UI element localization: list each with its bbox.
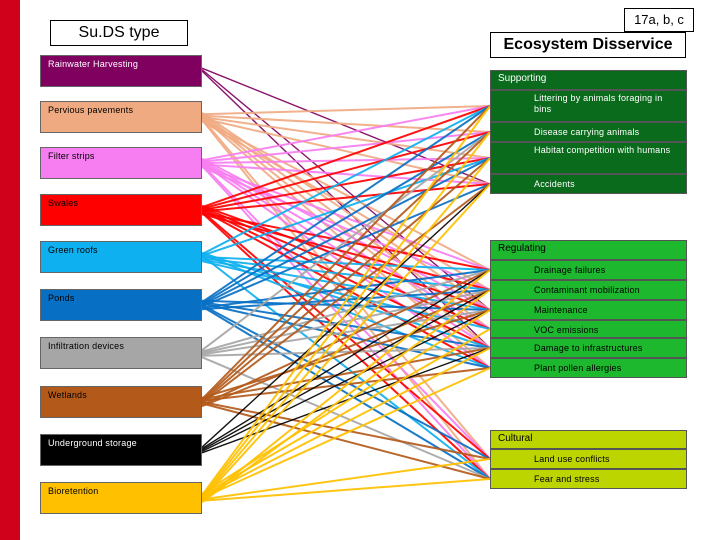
link-6-4 xyxy=(201,269,491,353)
group-label: Regulating xyxy=(490,240,687,260)
link-4-4 xyxy=(201,256,491,271)
disservice-item: Accidents xyxy=(490,174,687,194)
suds-type-label: Green roofs xyxy=(48,245,98,255)
suds-type-label: Underground storage xyxy=(48,438,137,448)
disservice-item: Contaminant mobilization xyxy=(490,280,687,300)
link-8-5 xyxy=(201,289,491,451)
disservice-item: VOC emissions xyxy=(490,320,687,338)
ecosystem-disservice-header: Ecosystem Disservice xyxy=(490,32,686,58)
link-9-3 xyxy=(201,183,491,501)
disservice-item: Land use conflicts xyxy=(490,449,687,469)
disservice-item: Fear and stress xyxy=(490,469,687,489)
link-7-3 xyxy=(201,183,491,405)
link-4-5 xyxy=(201,257,491,291)
link-3-3 xyxy=(201,183,491,213)
link-6-11 xyxy=(201,356,491,480)
suds-type-box: Rainwater Harvesting xyxy=(40,55,202,87)
suds-type-label: Pervious pavements xyxy=(48,105,134,115)
link-4-0 xyxy=(201,105,491,256)
suds-type-box: Pervious pavements xyxy=(40,101,202,133)
link-1-1 xyxy=(201,114,491,133)
slide-reference: 17a, b, c xyxy=(624,8,694,32)
link-9-7 xyxy=(201,328,491,497)
suds-type-label: Bioretention xyxy=(48,486,99,496)
disservice-item: Maintenance xyxy=(490,300,687,320)
link-2-0 xyxy=(201,105,491,162)
link-2-2 xyxy=(201,157,491,164)
link-1-3 xyxy=(201,117,491,185)
left-accent-bar xyxy=(0,0,20,540)
link-1-0 xyxy=(201,105,491,116)
suds-type-box: Infiltration devices xyxy=(40,337,202,369)
suds-type-box: Ponds xyxy=(40,289,202,321)
link-2-1 xyxy=(201,131,491,163)
suds-type-box: Wetlands xyxy=(40,386,202,418)
disservice-item: Damage to infrastructures xyxy=(490,338,687,358)
link-2-3 xyxy=(201,163,491,185)
link-3-1 xyxy=(201,131,491,210)
link-5-2 xyxy=(201,157,491,306)
disservice-item: Littering by animals foraging in bins xyxy=(490,90,687,122)
link-7-2 xyxy=(201,157,491,403)
link-4-2 xyxy=(201,157,491,257)
disservice-item: Habitat competition with humans xyxy=(490,142,687,174)
link-9-2 xyxy=(201,157,491,499)
suds-type-label: Rainwater Harvesting xyxy=(48,59,139,69)
link-9-10 xyxy=(201,458,491,501)
link-6-1 xyxy=(201,131,491,351)
link-9-11 xyxy=(201,478,491,502)
link-5-10 xyxy=(201,304,491,460)
link-7-10 xyxy=(201,401,491,460)
link-8-6 xyxy=(201,309,491,453)
suds-type-label: Infiltration devices xyxy=(48,341,125,351)
disservice-item: Disease carrying animals xyxy=(490,122,687,142)
link-9-8 xyxy=(201,347,491,498)
disservice-item: Drainage failures xyxy=(490,260,687,280)
suds-type-label: Ponds xyxy=(48,293,75,303)
link-5-1 xyxy=(201,131,491,305)
link-3-11 xyxy=(201,212,491,480)
link-1-2 xyxy=(201,116,491,159)
link-5-3 xyxy=(201,183,491,308)
suds-type-header: Su.DS type xyxy=(50,20,188,46)
suds-type-box: Swales xyxy=(40,194,202,226)
suds-type-label: Swales xyxy=(48,198,79,208)
link-3-0 xyxy=(201,105,491,209)
suds-type-label: Wetlands xyxy=(48,390,87,400)
link-3-2 xyxy=(201,157,491,211)
link-9-1 xyxy=(201,131,491,498)
link-5-0 xyxy=(201,105,491,304)
suds-type-box: Underground storage xyxy=(40,434,202,466)
suds-type-box: Filter strips xyxy=(40,147,202,179)
link-8-4 xyxy=(201,269,491,450)
suds-type-box: Green roofs xyxy=(40,241,202,273)
suds-type-label: Filter strips xyxy=(48,151,95,161)
group-label: Cultural xyxy=(490,430,687,449)
disservice-item: Plant pollen allergies xyxy=(490,358,687,378)
link-1-9 xyxy=(201,116,491,369)
link-9-0 xyxy=(201,105,491,496)
link-7-1 xyxy=(201,131,491,402)
link-9-9 xyxy=(201,367,491,499)
link-7-0 xyxy=(201,105,491,400)
link-4-11 xyxy=(201,254,491,480)
link-9-6 xyxy=(201,309,491,495)
link-0-3 xyxy=(201,67,491,185)
suds-type-box: Bioretention xyxy=(40,482,202,514)
group-label: Supporting xyxy=(490,70,687,90)
